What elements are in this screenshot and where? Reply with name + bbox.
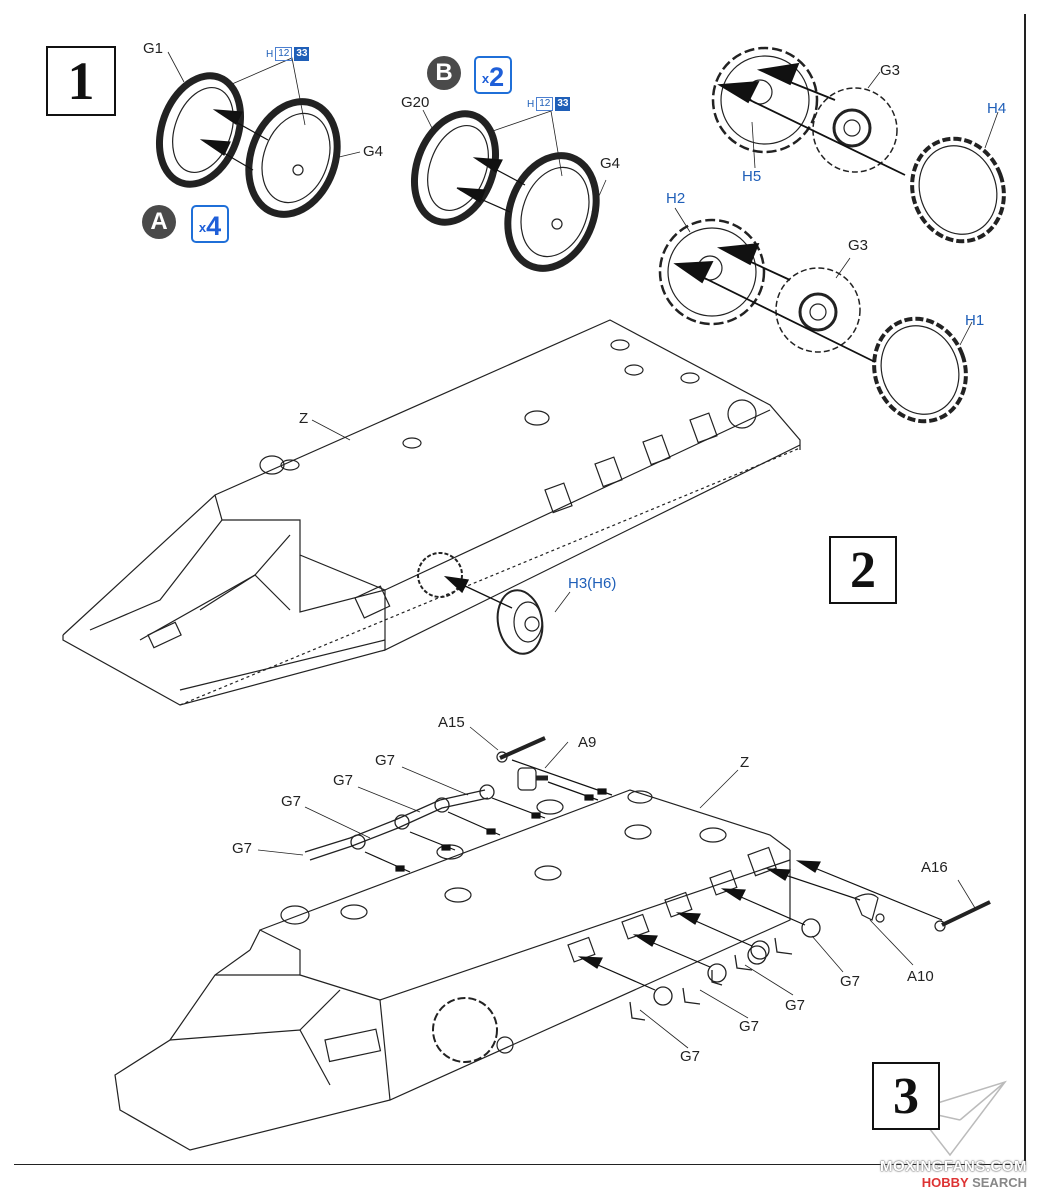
quantity-value: 2	[489, 62, 505, 92]
variant-badge-b: B	[427, 56, 461, 90]
part-a16	[934, 900, 991, 932]
leader-g4-a	[334, 151, 361, 159]
leader-z-step2	[311, 419, 351, 441]
assembly-arrows-sprocket-lower	[673, 242, 876, 363]
leader-h5	[751, 121, 756, 169]
quantity-value: 4	[206, 211, 222, 241]
paint-prefix: H	[527, 98, 535, 110]
leader-h2	[674, 207, 691, 233]
part-label-g7: G7	[680, 1048, 701, 1065]
part-label-h4: H4	[987, 100, 1007, 117]
leader-h3	[554, 591, 571, 613]
ring-h4	[910, 136, 1006, 244]
part-label-g20: G20	[401, 94, 430, 111]
sprocket-h2	[658, 218, 766, 326]
leader-g3-upper	[867, 71, 881, 89]
watermark-brand: HOBBY SEARCH	[880, 1175, 1027, 1190]
leader-g3-lower	[835, 257, 851, 279]
part-label-g1: G1	[143, 40, 164, 57]
paint-codes-b: H 12 33	[527, 97, 571, 111]
leader-g20	[422, 109, 435, 133]
part-label-h5: H5	[742, 168, 762, 185]
road-wheel-outer-b	[410, 110, 500, 226]
hull-z-step2	[62, 319, 801, 706]
ring-h1	[872, 316, 968, 424]
part-label-g7: G7	[840, 973, 861, 990]
paint-prefix: H	[266, 48, 274, 60]
part-label-z-step3: Z	[740, 754, 750, 771]
part-label-g7: G7	[232, 840, 253, 857]
step-number-2: 2	[829, 536, 897, 604]
hub-g3-upper	[812, 87, 898, 173]
part-label-g7: G7	[333, 772, 354, 789]
part-label-g3-lower: G3	[848, 237, 869, 254]
part-label-h2: H2	[666, 190, 686, 207]
sprocket-h5	[711, 46, 819, 154]
part-label-g7: G7	[785, 997, 806, 1014]
part-label-a10: A10	[907, 968, 934, 985]
leader-g4-b	[591, 179, 607, 213]
watermark-site: MOXINGFANS.COM	[879, 1158, 1027, 1175]
hull-z-step3	[114, 789, 791, 1151]
leader-paint-b	[489, 110, 563, 177]
leaders-step3	[257, 726, 976, 1049]
page-frame	[14, 14, 1026, 1165]
part-label-a16: A16	[921, 859, 948, 876]
idler-h3	[496, 589, 544, 655]
assembly-arrows-a	[199, 109, 269, 171]
variant-badge-a: A	[142, 205, 176, 239]
part-label-g7: G7	[375, 752, 396, 769]
paint-code: 12	[275, 47, 293, 61]
torsion-arms-g7-top	[304, 784, 495, 861]
paint-codes-a: H 12 33	[266, 47, 310, 61]
step-number-1: 1	[46, 46, 116, 116]
part-label-h1: H1	[965, 312, 985, 329]
step-number-3: 3	[872, 1062, 940, 1130]
quantity-prefix: x	[198, 220, 207, 235]
road-wheel-outer-a	[155, 72, 245, 188]
part-label-a9: A9	[578, 734, 597, 751]
leader-g1	[167, 51, 185, 83]
assembly-arrows-g7-side	[577, 860, 943, 991]
watermark-brand-red: HOBBY	[921, 1175, 969, 1190]
watermark: MOXINGFANS.COM HOBBY SEARCH	[880, 1158, 1027, 1190]
assembly-arrow-idler	[443, 576, 513, 609]
torsion-arms-g7-side	[629, 918, 821, 1021]
hub-g3-lower	[775, 267, 861, 353]
road-wheel-inner-b	[504, 152, 600, 272]
road-wheel-inner-a	[245, 98, 341, 218]
assembly-arrows-g7-top	[364, 759, 613, 873]
part-label-g4-b: G4	[600, 155, 621, 172]
part-label-g7: G7	[281, 793, 302, 810]
paint-code: 12	[536, 97, 554, 111]
assembly-arrows-sprocket-upper	[717, 62, 906, 176]
part-label-g4-a: G4	[363, 143, 384, 160]
watermark-brand-grey: SEARCH	[972, 1175, 1027, 1190]
paint-code: 33	[294, 47, 310, 61]
part-label-g7: G7	[739, 1018, 760, 1035]
part-label-a15: A15	[438, 714, 465, 731]
part-label-g3-upper: G3	[880, 62, 901, 79]
assembly-arrows-b	[456, 157, 526, 213]
part-label-z-step2: Z	[299, 410, 309, 427]
leader-h4	[984, 111, 999, 149]
part-a15	[496, 736, 546, 763]
paint-code: 33	[555, 97, 571, 111]
leader-h1	[959, 321, 973, 346]
part-label-h3-h6: H3(H6)	[568, 575, 617, 592]
part-a9	[517, 767, 548, 791]
quantity-prefix: x	[481, 71, 490, 86]
part-a10	[854, 893, 885, 923]
suspension-mounts	[567, 846, 777, 963]
